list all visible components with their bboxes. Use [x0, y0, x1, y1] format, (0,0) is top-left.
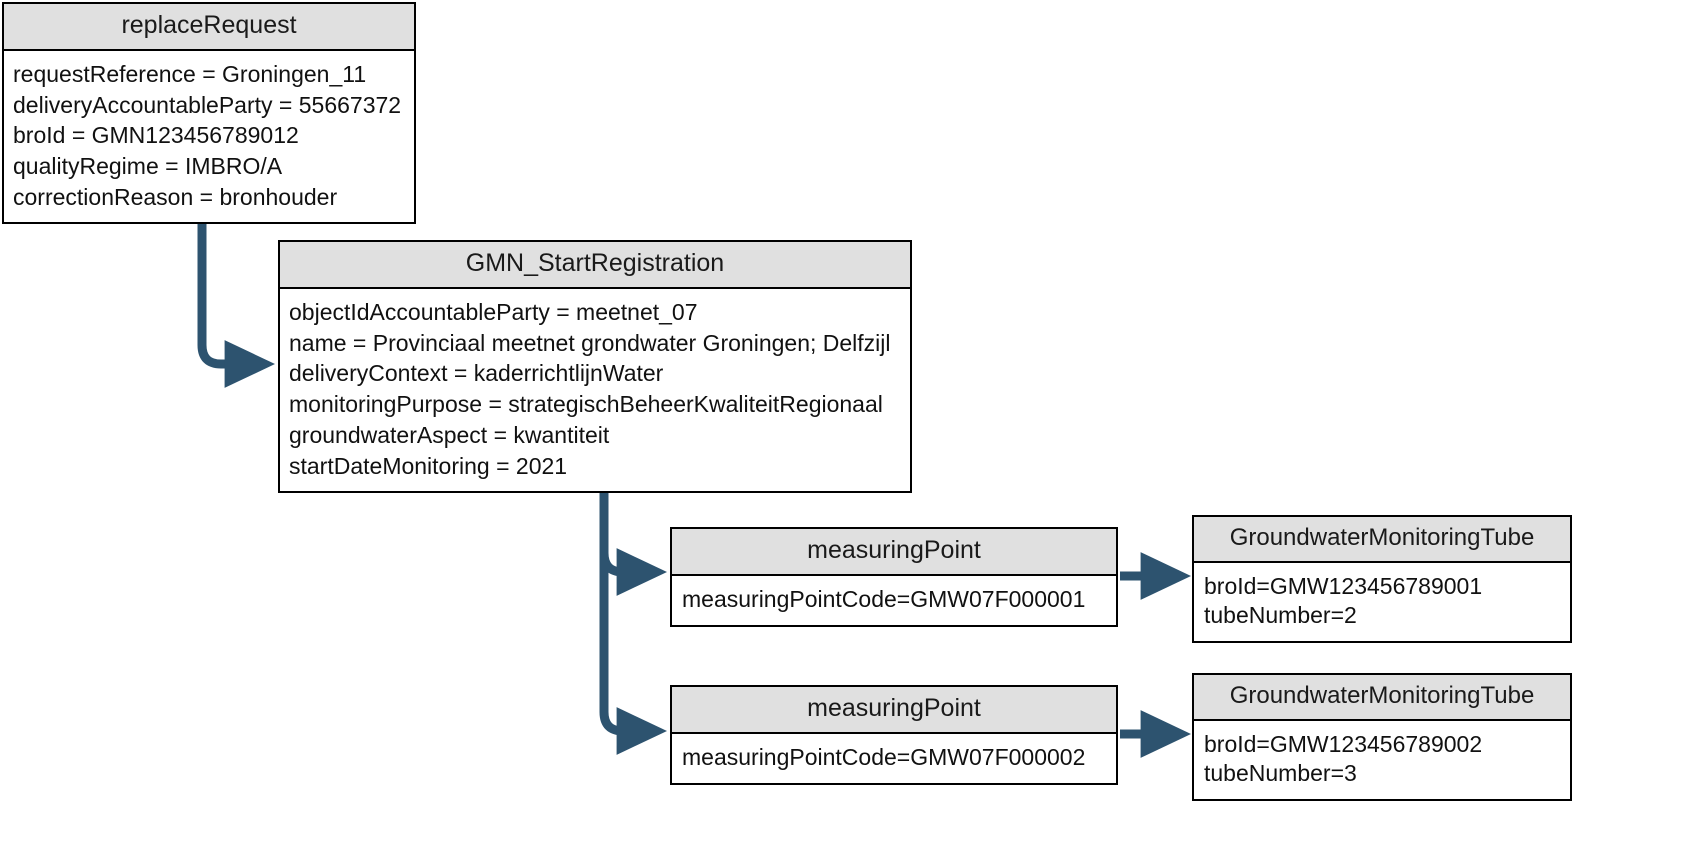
attribute-row: deliveryContext = kaderrichtlijnWater: [289, 360, 664, 387]
attribute-row: tubeNumber=3: [1204, 760, 1357, 787]
attribute-row: qualityRegime = IMBRO/A: [13, 153, 283, 180]
node-groundwater-monitoring-tube-2-attributes: broId=GMW123456789002 tubeNumber=3: [1194, 721, 1570, 800]
node-gmn-start-registration[interactable]: GMN_StartRegistration objectIdAccountabl…: [278, 240, 912, 493]
connector-gmn-start-to-measuring-point-2: [599, 553, 668, 755]
node-groundwater-monitoring-tube-1-title: GroundwaterMonitoringTube: [1194, 517, 1570, 563]
attribute-row: broId=GMW123456789002: [1204, 730, 1483, 757]
attribute-row: objectIdAccountableParty = meetnet_07: [289, 298, 698, 325]
node-measuring-point-2-attributes: measuringPointCode=GMW07F000002: [672, 734, 1116, 783]
node-groundwater-monitoring-tube-1-attributes: broId=GMW123456789001 tubeNumber=2: [1194, 563, 1570, 642]
attribute-row: broId = GMN123456789012: [13, 122, 299, 149]
attribute-row: requestReference = Groningen_11: [13, 60, 367, 87]
attribute-row: name = Provinciaal meetnet grondwater Gr…: [289, 329, 891, 356]
node-gmn-start-registration-attributes: objectIdAccountableParty = meetnet_07 na…: [280, 289, 910, 491]
node-replace-request-attributes: requestReference = Groningen_11 delivery…: [4, 51, 414, 222]
node-gmn-start-registration-title: GMN_StartRegistration: [280, 242, 910, 289]
attribute-row: measuringPointCode=GMW07F000002: [682, 743, 1086, 770]
attribute-row: startDateMonitoring = 2021: [289, 452, 568, 479]
attribute-row: monitoringPurpose = strategischBeheerKwa…: [289, 391, 883, 418]
attribute-row: measuringPointCode=GMW07F000001: [682, 585, 1086, 612]
node-groundwater-monitoring-tube-2[interactable]: GroundwaterMonitoringTube broId=GMW12345…: [1192, 673, 1572, 802]
node-replace-request[interactable]: replaceRequest requestReference = Gronin…: [2, 2, 416, 224]
node-groundwater-monitoring-tube-2-title: GroundwaterMonitoringTube: [1194, 675, 1570, 721]
connector-replace-request-to-gmn-start: [197, 205, 276, 388]
attribute-row: broId=GMW123456789001: [1204, 572, 1483, 599]
node-measuring-point-2[interactable]: measuringPoint measuringPointCode=GMW07F…: [670, 685, 1118, 785]
node-groundwater-monitoring-tube-1[interactable]: GroundwaterMonitoringTube broId=GMW12345…: [1192, 515, 1572, 644]
node-replace-request-title: replaceRequest: [4, 4, 414, 51]
node-measuring-point-1-title: measuringPoint: [672, 529, 1116, 576]
node-measuring-point-1-attributes: measuringPointCode=GMW07F000001: [672, 576, 1116, 625]
attribute-row: deliveryAccountableParty = 55667372: [13, 91, 402, 118]
attribute-row: groundwaterAspect = kwantiteit: [289, 422, 610, 448]
node-measuring-point-1[interactable]: measuringPoint measuringPointCode=GMW07F…: [670, 527, 1118, 627]
attribute-row: correctionReason = bronhouder: [13, 184, 338, 210]
node-measuring-point-2-title: measuringPoint: [672, 687, 1116, 734]
attribute-row: tubeNumber=2: [1204, 602, 1357, 629]
